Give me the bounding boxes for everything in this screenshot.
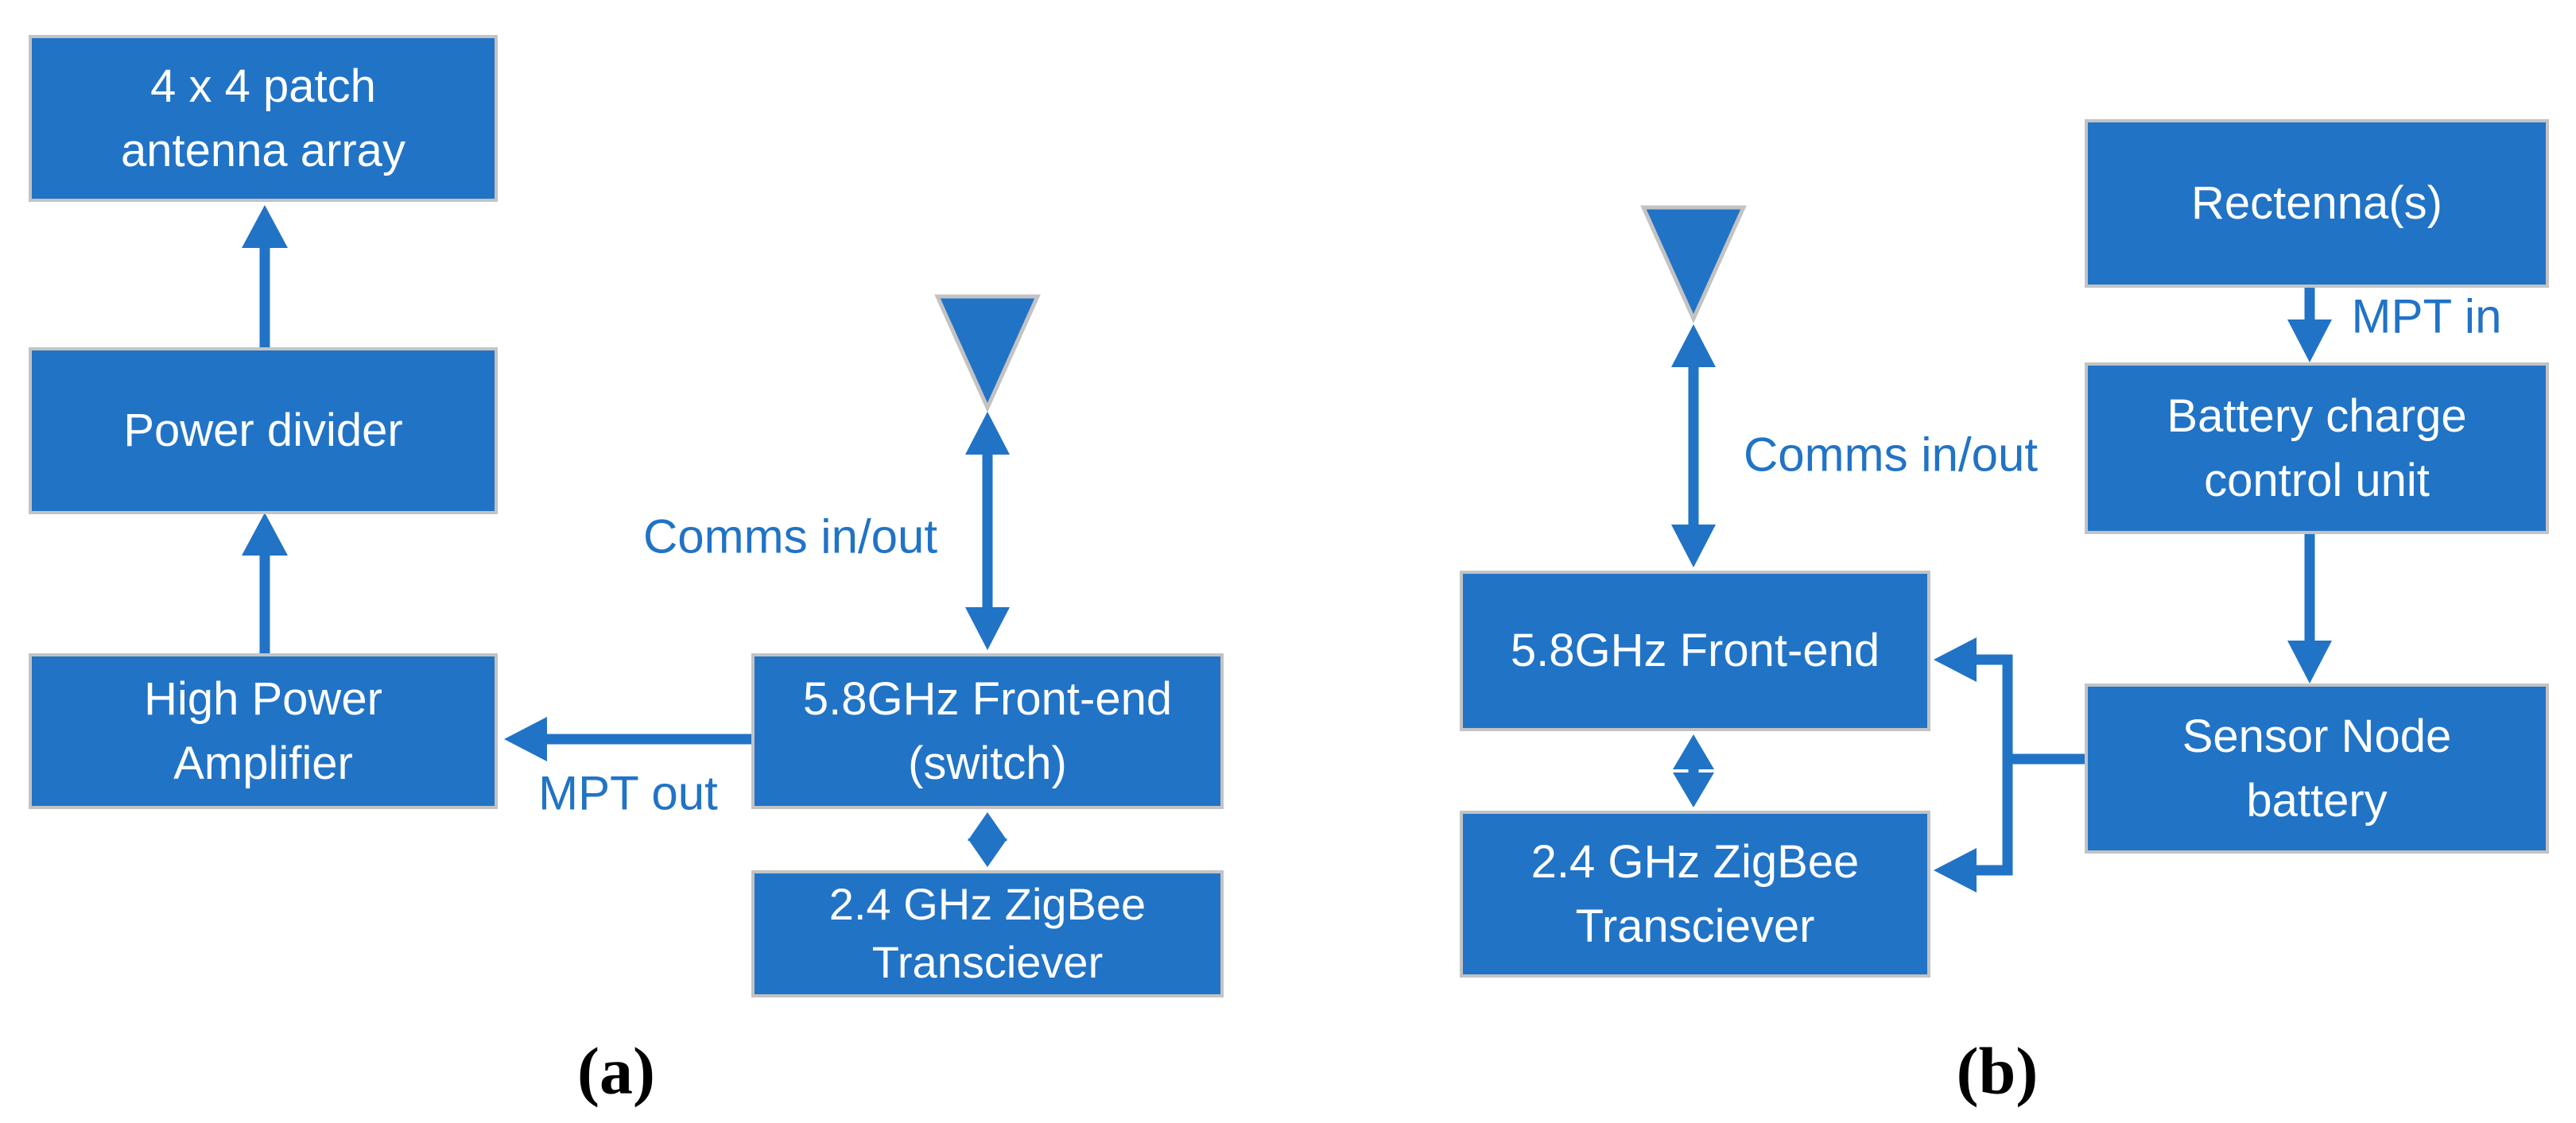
arrowhead-feed-zigbee	[1934, 848, 1977, 893]
label-comms-in-out-b: Comms in/out	[1743, 428, 2039, 482]
arrowhead-comms-b-down	[1671, 525, 1716, 567]
box-rectennas: Rectenna(s)	[2085, 119, 2549, 288]
arrowhead-fe-zigbee-a-down	[968, 838, 1007, 867]
arrowhead-fe-zigbee-b-down	[1673, 773, 1714, 807]
battery-feed-bracket	[1977, 654, 2013, 876]
arrowhead-up-divider	[242, 513, 288, 556]
arrowhead-mpt-out	[504, 717, 547, 761]
arrowhead-comms-a-up	[965, 412, 1010, 455]
box-antenna-array: 4 x 4 patch antenna array	[29, 35, 498, 202]
arrowhead-mpt-in	[2287, 319, 2332, 362]
box-power-divider: Power divider	[29, 347, 498, 514]
box-front-end-b: 5.8GHz Front-end	[1460, 571, 1930, 731]
caption-b: (b)	[1956, 1034, 2039, 1109]
antenna-icon-b	[1640, 205, 1747, 324]
box-high-power-amplifier: High Power Amplifier	[29, 653, 498, 809]
arrowhead-fe-zigbee-a-up	[968, 812, 1007, 841]
box-zigbee-transceiver-b: 2.4 GHz ZigBee Transciever	[1460, 811, 1930, 978]
arrowhead-comms-b-up	[1671, 324, 1716, 367]
arrowhead-up-array	[242, 205, 288, 248]
antenna-icon-a	[934, 294, 1041, 413]
arrowhead-charge-to-battery	[2287, 641, 2332, 683]
arrowhead-feed-frontend	[1934, 637, 1977, 682]
box-zigbee-transceiver-a: 2.4 GHz ZigBee Transciever	[751, 870, 1224, 997]
label-comms-in-out-a: Comms in/out	[642, 509, 938, 563]
box-front-end-switch: 5.8GHz Front-end (switch)	[751, 653, 1224, 809]
arrowhead-comms-a-down	[965, 607, 1010, 650]
arrowhead-fe-zigbee-b-up	[1673, 734, 1714, 769]
box-sensor-node-battery: Sensor Node battery	[2085, 683, 2549, 854]
caption-a: (a)	[577, 1034, 655, 1109]
label-mpt-out: MPT out	[538, 766, 718, 820]
box-battery-charge-control: Battery charge control unit	[2085, 362, 2549, 534]
label-mpt-in: MPT in	[2351, 289, 2502, 343]
